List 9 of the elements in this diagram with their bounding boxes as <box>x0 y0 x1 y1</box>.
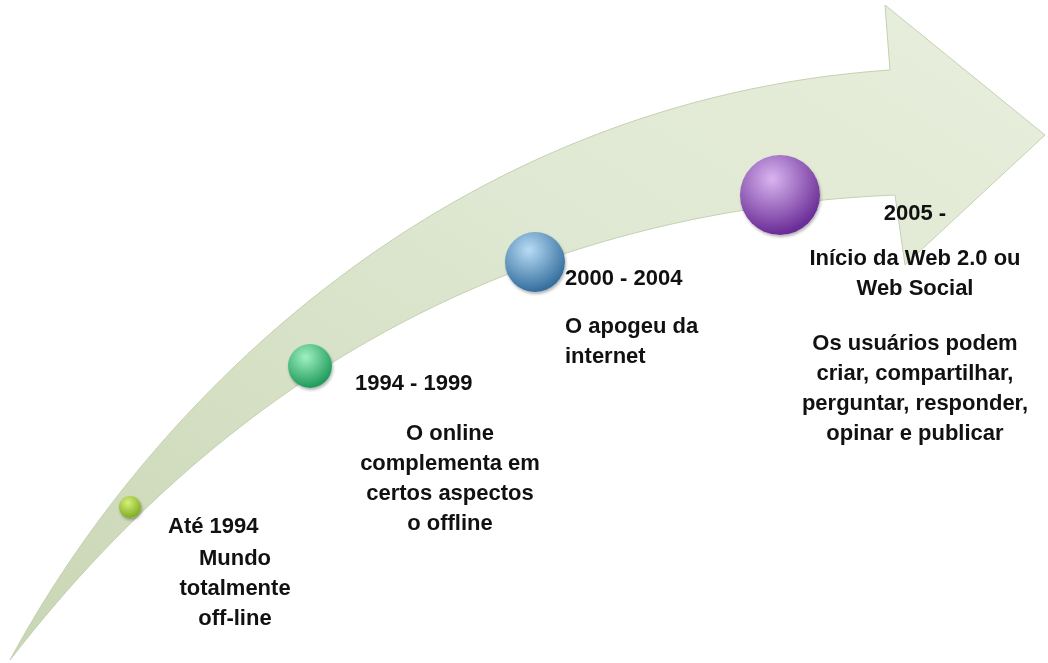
period-description: O apogeu da internet <box>565 312 700 370</box>
period-description: O online complementa em certos aspectos o offline <box>360 419 540 537</box>
period-date: 2005 - <box>882 199 948 227</box>
period-date: Até 1994 <box>168 512 260 540</box>
period-description: Os usuários podem criar, compartilhar, perguntar, responder, opinar e publicar <box>800 329 1030 447</box>
period-description: Início da Web 2.0 ou Web Social <box>808 244 1022 302</box>
period-description: Mundo totalmente off-line <box>178 544 292 632</box>
period-date: 2000 - 2004 <box>565 264 684 292</box>
period-date: 1994 - 1999 <box>355 369 474 397</box>
